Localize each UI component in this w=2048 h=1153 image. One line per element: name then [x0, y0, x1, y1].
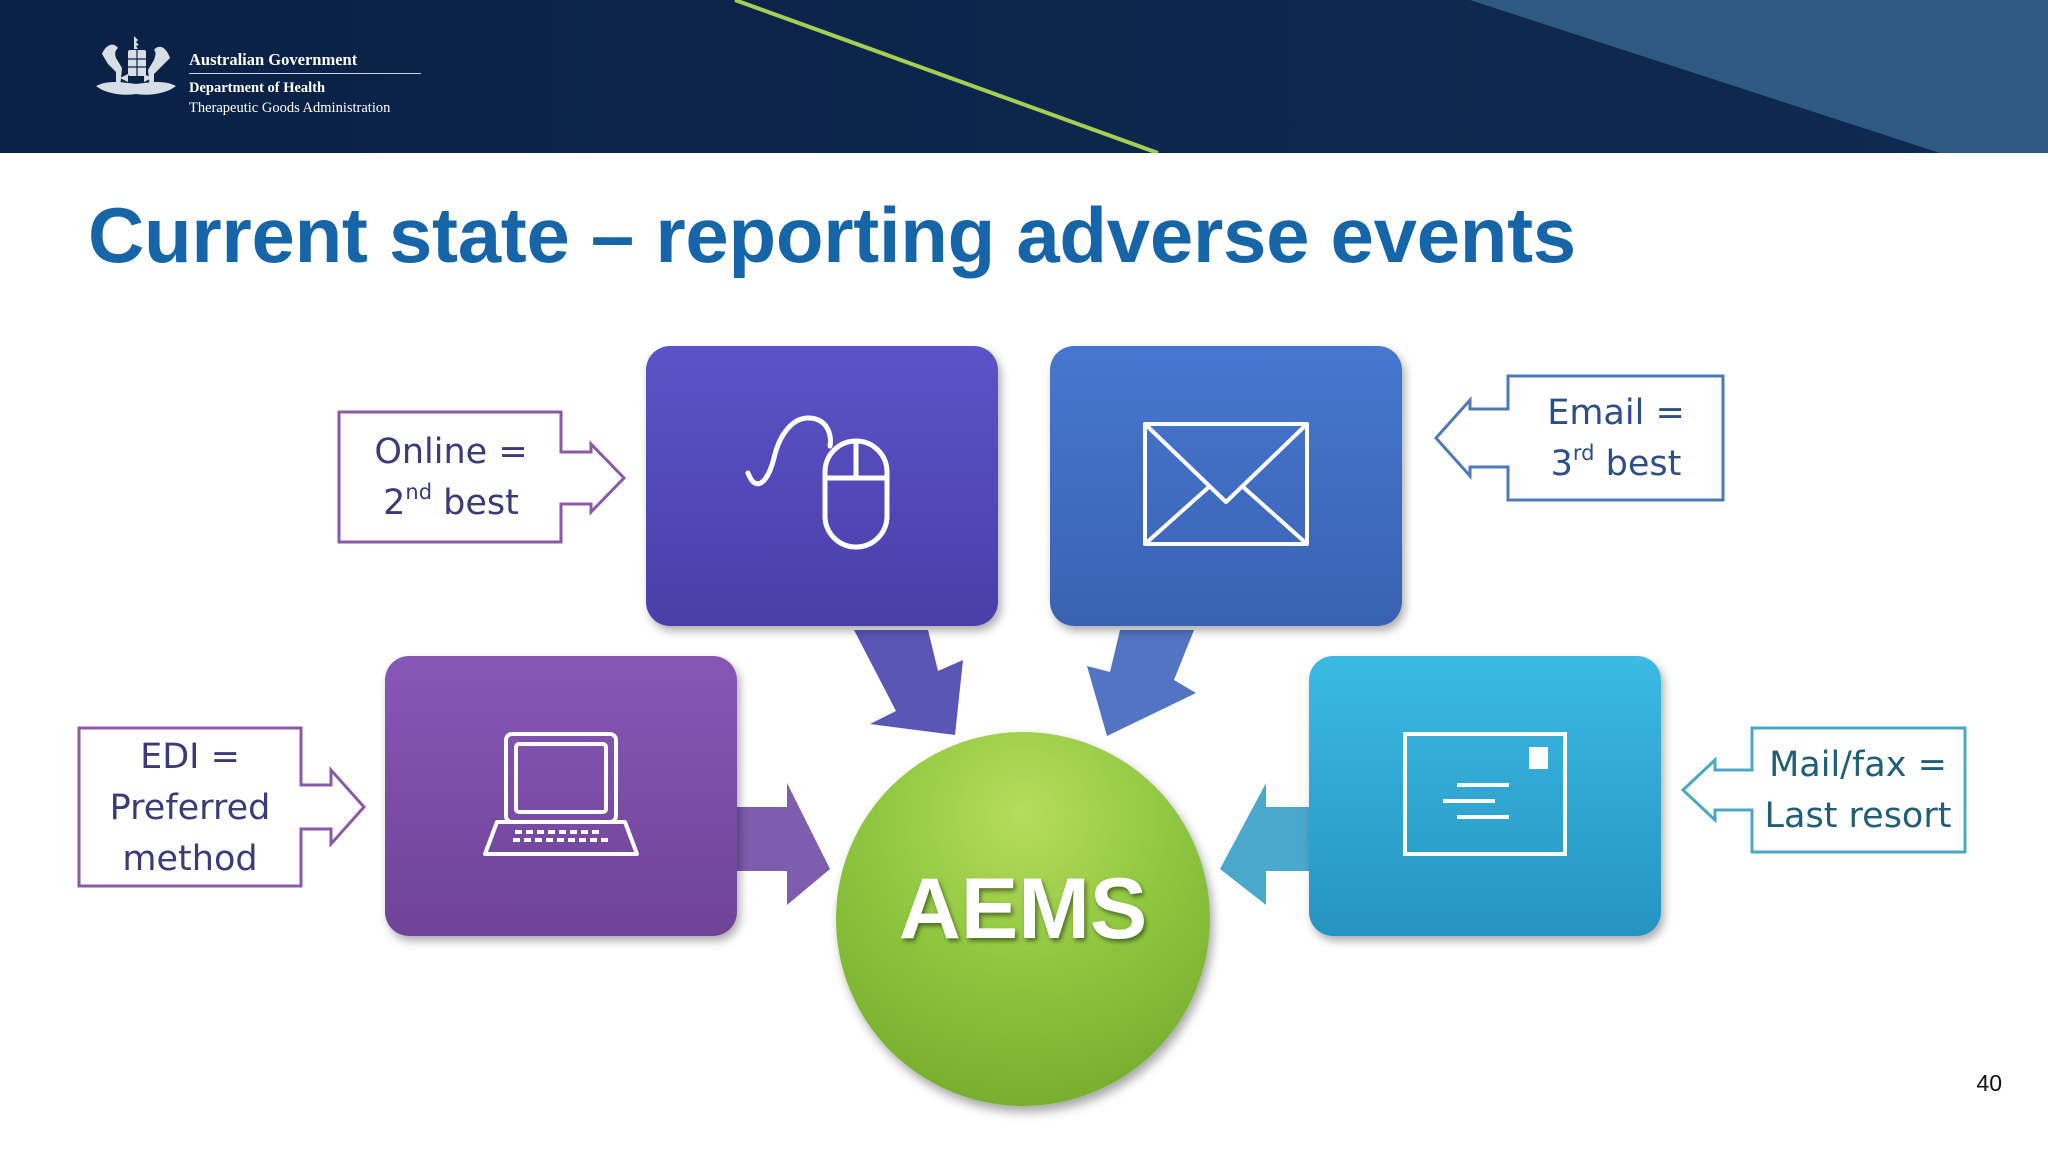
- arrow-online-to-aems: [854, 630, 963, 735]
- callout-mail-shape: [1680, 726, 1967, 854]
- callout-edi: EDI = Preferred method: [79, 732, 301, 885]
- callout-online-ordinal: 2: [383, 483, 406, 523]
- callout-online-suffix: nd: [405, 480, 433, 505]
- callout-edi-line3: method: [122, 839, 258, 879]
- header-accent-line: [734, 0, 1159, 153]
- callout-online-line2: 2nd best: [340, 478, 562, 529]
- online-channel-tile: [646, 346, 998, 626]
- callout-email-line2: 3rd best: [1508, 439, 1724, 490]
- callout-email-ordinal: 3: [1550, 444, 1573, 484]
- header-blue-wedge: [1470, 0, 2048, 153]
- callout-online: Online = 2nd best: [340, 427, 562, 529]
- postcard-icon: [1403, 732, 1567, 856]
- callout-email-shape: [1433, 374, 1725, 502]
- page-number: 40: [1976, 1070, 2002, 1096]
- arrow-email-to-aems: [1087, 630, 1196, 736]
- callout-edi-line1: EDI =: [140, 737, 240, 777]
- email-channel-tile: [1050, 346, 1402, 626]
- slide-title: Current state – reporting adverse events: [88, 191, 1576, 279]
- header-divider: [189, 73, 421, 74]
- callout-online-word: best: [443, 483, 519, 523]
- edi-channel-tile: [385, 656, 737, 936]
- coat-of-arms-icon: [96, 36, 176, 95]
- envelope-icon: [1143, 422, 1309, 546]
- aems-label: AEMS: [898, 861, 1148, 957]
- agency-name: Therapeutic Goods Administration: [189, 100, 391, 116]
- header-band: [0, 0, 2048, 153]
- callout-edi-shape: [77, 726, 367, 888]
- callout-mail-line1: Mail/fax =: [1769, 745, 1947, 785]
- department-name: Department of Health: [189, 80, 326, 96]
- government-title: Australian Government: [189, 50, 358, 69]
- arrow-edi-to-aems: [737, 783, 830, 905]
- callout-edi-line2: Preferred: [109, 788, 271, 828]
- aems-hub: AEMS: [836, 732, 1210, 1106]
- laptop-icon: [483, 732, 639, 856]
- callout-email-suffix: rd: [1572, 441, 1595, 466]
- callout-online-line1: Online =: [374, 432, 528, 472]
- callout-email: Email = 3rd best: [1508, 388, 1724, 490]
- callout-mail-line2: Last resort: [1764, 796, 1952, 836]
- mail-channel-tile: [1309, 656, 1661, 936]
- callout-online-shape: [337, 410, 627, 544]
- arrow-mail-to-aems: [1220, 783, 1309, 905]
- callout-email-line1: Email =: [1547, 393, 1685, 433]
- callout-mail: Mail/fax = Last resort: [1752, 740, 1964, 842]
- mouse-icon: [745, 415, 890, 550]
- callout-email-word: best: [1605, 444, 1682, 484]
